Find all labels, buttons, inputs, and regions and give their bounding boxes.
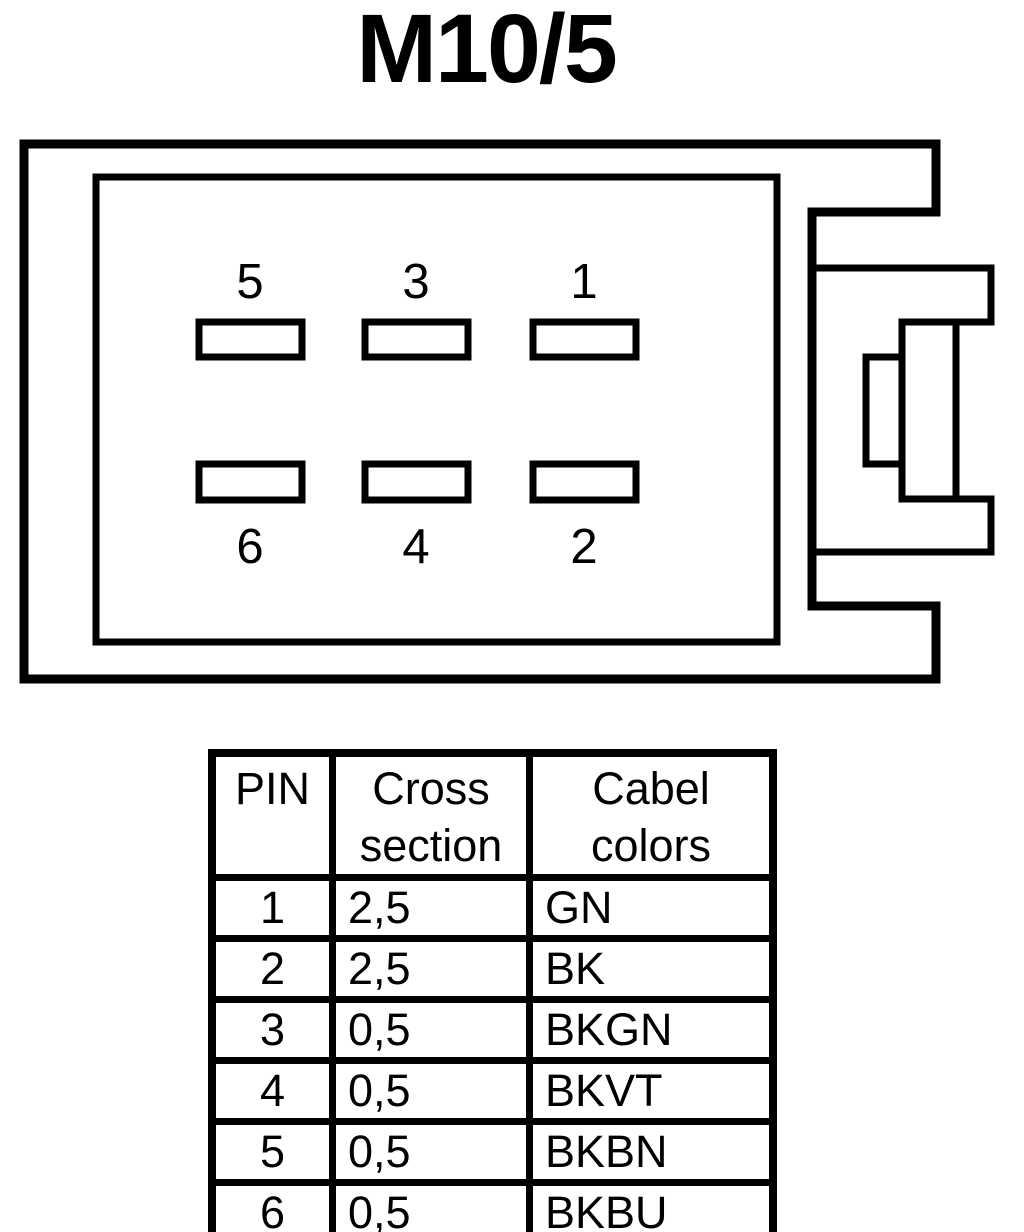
connector-outer-outline [19, 139, 941, 684]
table-row: 6 0,5 BKBU [208, 1179, 777, 1232]
pin-number-cell: 1 [208, 874, 336, 943]
table-header-pin: PIN [208, 749, 336, 882]
table-header-cable-colors: Cabel colors [526, 749, 777, 882]
cross-section-cell: 0,5 [329, 1179, 533, 1232]
cable-color-cell: BK [526, 935, 777, 1004]
table-header-cross-section: Cross section [329, 749, 533, 882]
pin-number-cell: 4 [208, 1057, 336, 1126]
cable-color-cell: BKBN [526, 1118, 777, 1187]
pin-label-1: 1 [570, 255, 597, 309]
cross-section-cell: 0,5 [329, 1057, 533, 1126]
pin-number-cell: 5 [208, 1118, 336, 1187]
pin-label-5: 5 [236, 255, 263, 309]
pin-label-2: 2 [570, 520, 597, 574]
pin-label-6: 6 [236, 520, 263, 574]
cross-section-cell: 0,5 [329, 1118, 533, 1187]
latch-tab [862, 353, 906, 468]
cable-color-cell: BKGN [526, 996, 777, 1065]
cross-section-cell: 2,5 [329, 935, 533, 1004]
pin-cavity-6 [195, 460, 306, 504]
cross-section-cell: 0,5 [329, 996, 533, 1065]
connector-inner-frame [92, 173, 781, 646]
pin-cavity-3 [361, 318, 472, 361]
pin-number-cell: 3 [208, 996, 336, 1065]
pin-cavity-2 [529, 460, 640, 504]
pin-cavity-1 [529, 318, 640, 361]
cable-color-cell: BKBU [526, 1179, 777, 1232]
pin-cavity-4 [361, 460, 472, 504]
table-row: 3 0,5 BKGN [208, 996, 777, 1065]
pin-cavity-5 [195, 318, 306, 361]
latch-channel [898, 318, 960, 503]
cable-color-cell: GN [526, 874, 777, 943]
connector-diagram: 5 3 1 6 4 2 [19, 139, 995, 684]
pin-label-4: 4 [402, 520, 429, 574]
pin-number-cell: 6 [208, 1179, 336, 1232]
pin-number-cell: 2 [208, 935, 336, 1004]
table-row: 2 2,5 BK [208, 935, 777, 1004]
pin-assignment-table: PIN Cross section Cabel colors 1 2,5 GN … [208, 749, 777, 1232]
pin-label-3: 3 [402, 255, 429, 309]
cable-color-cell: BKVT [526, 1057, 777, 1126]
page-title: M10/5 [356, 0, 618, 103]
table-header-row: PIN Cross section Cabel colors [208, 749, 777, 882]
table-row: 5 0,5 BKBN [208, 1118, 777, 1187]
table-row: 1 2,5 GN [208, 874, 777, 943]
cross-section-cell: 2,5 [329, 874, 533, 943]
table-row: 4 0,5 BKVT [208, 1057, 777, 1126]
